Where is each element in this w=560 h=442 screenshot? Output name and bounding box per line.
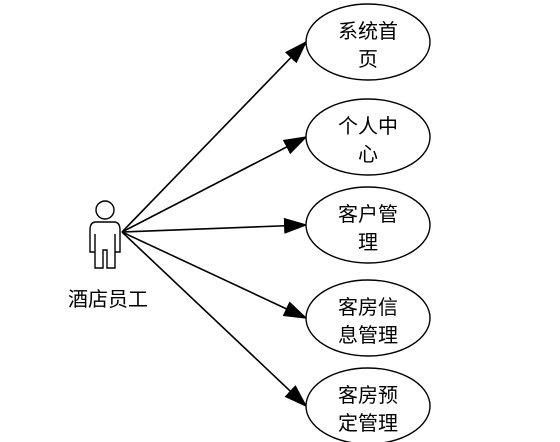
association-line [121, 40, 308, 233]
use-case-label-line1: 个人中 [338, 114, 398, 138]
actor-body [89, 221, 121, 269]
association-line [121, 231, 308, 319]
use-case-label-line2: 心 [358, 142, 378, 166]
use-case-label-line2: 定管理 [338, 411, 398, 435]
use-case-ellipse [305, 3, 431, 81]
association-line [121, 217, 308, 234]
association-line [121, 136, 308, 233]
use-case-label-line1: 客房信 [338, 295, 398, 319]
actor-figure [89, 200, 121, 269]
use-case-label-line2: 理 [358, 230, 378, 254]
use-case-ellipse [305, 367, 431, 442]
associations [121, 40, 308, 408]
use-case-label-line2: 页 [358, 47, 378, 71]
actor-head [95, 200, 115, 220]
use-case-label-line1: 客户管 [338, 202, 398, 226]
use-case-ellipse [305, 98, 431, 176]
association-line [121, 231, 308, 408]
use-case-label-line1: 客房预 [338, 383, 398, 407]
use-case-label-line2: 息管理 [338, 323, 398, 347]
actor-label: 酒店员工 [68, 287, 148, 311]
use-case-label-line1: 系统首 [338, 19, 398, 43]
use-case-ellipse [305, 186, 431, 264]
use-case-ellipse [305, 279, 431, 357]
